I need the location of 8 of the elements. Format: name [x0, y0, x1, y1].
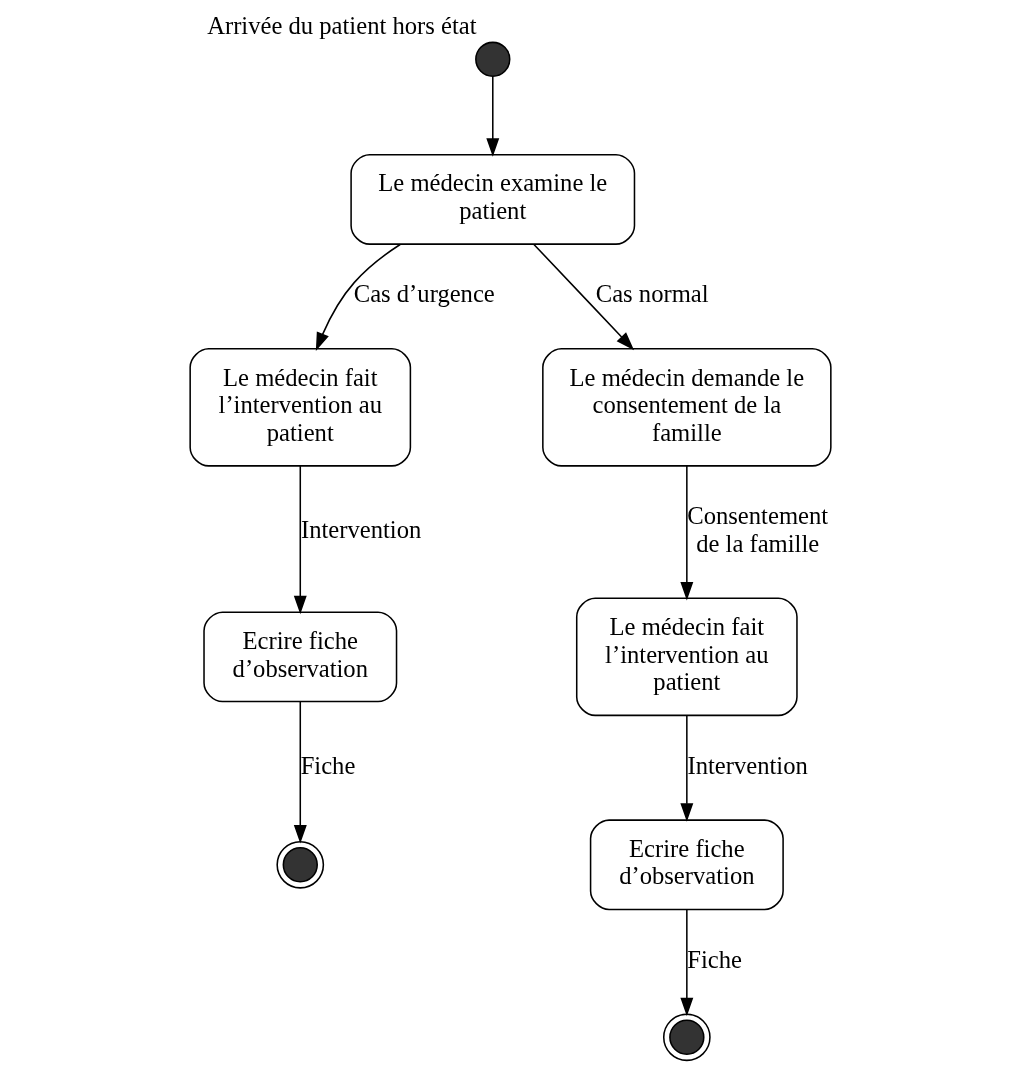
edge-label: Intervention	[300, 515, 422, 543]
edge-label: Intervention	[687, 751, 808, 779]
edge-label: Fiche	[300, 751, 356, 779]
edge-label: Cas d’urgence	[353, 280, 495, 308]
edge-label: Cas normal	[595, 280, 709, 308]
edge-label: Consentement de la famille	[687, 502, 829, 557]
edge-label: Fiche	[687, 945, 742, 973]
node-label: Arrivée du patient hors état	[207, 12, 477, 40]
